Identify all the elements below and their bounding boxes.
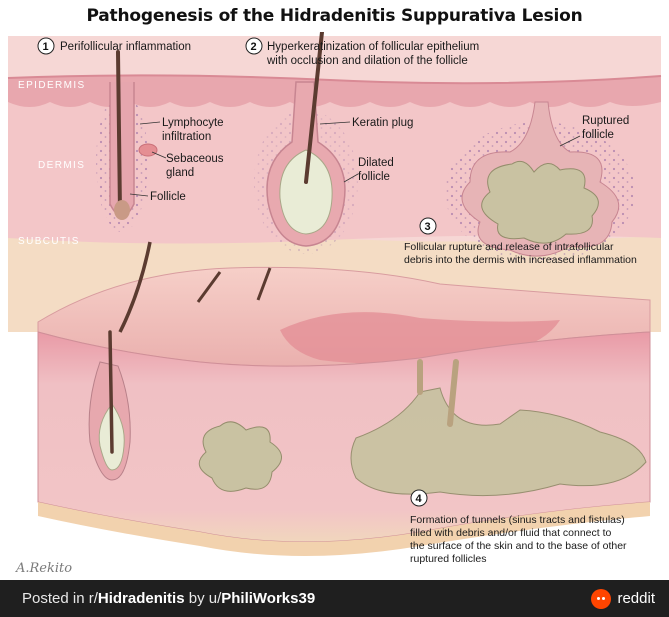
label-dilated-1: Dilated [358,157,394,169]
step-4-number: 4 [416,493,423,505]
tissue-block-3d [37,241,651,556]
label-ruptured-2: follicle [582,129,614,141]
callout-line-ruptured [559,135,581,147]
layer-label-subcutis: SUBCUTIS [18,236,80,247]
lesion-illustration: EPIDERMIS DERMIS SUBCUTIS 1 Perifollicul… [7,32,662,576]
step-1-number: 1 [43,41,49,53]
by-user-text: by u/ [184,590,222,607]
step-2-number: 2 [251,41,257,53]
label-dilated-2: follicle [358,171,390,183]
callout-line-follicle [129,193,149,197]
step-3-caption-line-2: debris into the dermis with increased in… [404,254,637,266]
step-4-marker [410,489,428,507]
ruptured-follicle-diagram [445,101,635,262]
step-3-marker [419,217,437,235]
skin-surface-line [7,74,662,85]
step-1-caption: Perifollicular inflammation [60,41,191,53]
page-title: Pathogenesis of the Hidradenitis Suppura… [86,6,583,26]
step-3-caption-line-1: Follicular rupture and release of intraf… [404,241,614,253]
callout-line-lymphocyte [139,121,161,125]
reddit-brand[interactable]: reddit [591,588,655,609]
label-lymphocyte-1: Lymphocyte [162,117,224,129]
label-sebaceous-2: gland [166,167,194,179]
step-4-caption-line-4: ruptured follicles [410,553,486,565]
reddit-wordmark: reddit [617,590,655,607]
reddit-logo-icon [591,588,612,609]
post-attribution: Posted in r/Hidradenitis by u/PhiliWorks… [22,590,315,607]
follicle-2-diagram [254,32,358,254]
layer-label-epidermis: EPIDERMIS [18,80,86,91]
label-ruptured-1: Ruptured [582,115,629,127]
username-link[interactable]: PhiliWorks39 [221,590,316,607]
follicle-1-diagram [96,50,158,232]
step-4-caption-line-3: the surface of the skin and to the base … [410,540,627,552]
label-lymphocyte-2: infiltration [162,131,211,143]
callout-line-dilated [343,173,359,183]
step-1-marker [37,37,55,55]
label-follicle: Follicle [150,191,186,203]
step-4-caption-line-1: Formation of tunnels (sinus tracts and f… [410,514,625,526]
subreddit-link[interactable]: Hidradenitis [97,590,185,607]
label-keratin-plug: Keratin plug [352,117,413,129]
label-sebaceous-1: Sebaceous [166,153,224,165]
step-2-caption-line-2: with occlusion and dilation of the folli… [266,55,468,67]
callout-line-sebaceous [151,151,167,159]
posted-in-text: Posted in r/ [22,590,98,607]
step-2-caption-line-1: Hyperkeratinization of follicular epithe… [267,41,479,53]
post-footer: Posted in r/Hidradenitis by u/PhiliWorks… [0,580,669,617]
callout-line-keratin [319,121,351,125]
layer-label-dermis: DERMIS [38,160,85,171]
step-2-marker [245,37,263,55]
step-4-caption-line-2: filled with debris and/or fluid that con… [410,527,612,539]
artist-signature: A.Rekito [15,561,72,576]
step-3-number: 3 [425,221,431,233]
